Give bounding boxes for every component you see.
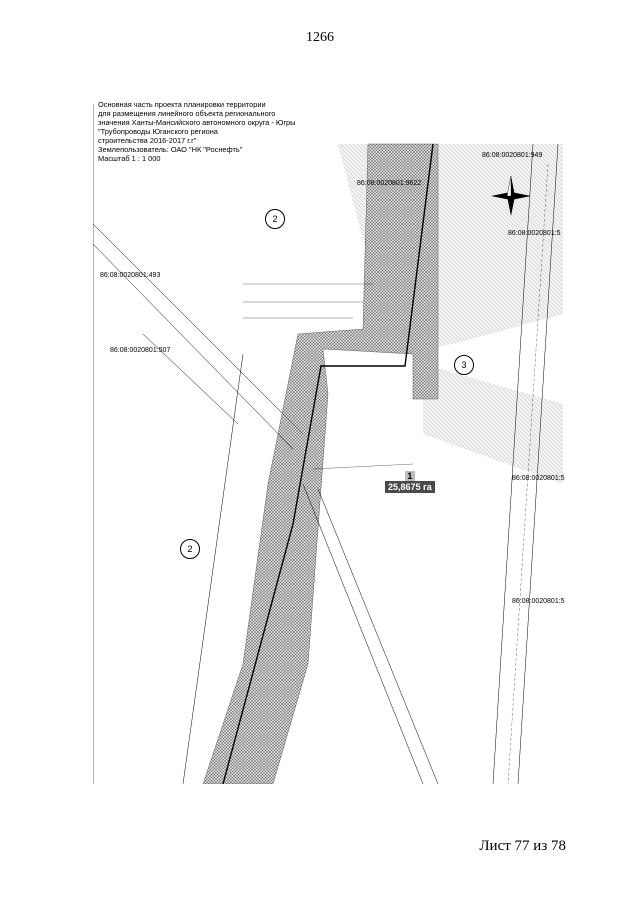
page-number: 1266 [306, 30, 334, 45]
road-line [92, 243, 294, 450]
area-number: 1 [404, 471, 415, 481]
road-line [317, 488, 439, 785]
marker-circle: 2 [265, 209, 285, 229]
pipeline-corridor [202, 143, 439, 785]
dim-line [312, 463, 414, 470]
north-arrow-icon [491, 175, 531, 216]
road-line [302, 483, 424, 785]
marker-circle: 2 [180, 539, 200, 559]
title-line: для размещения линейного объекта региона… [98, 109, 276, 118]
title-block: Основная часть проекта планировки террит… [98, 100, 358, 163]
boundary-line [492, 143, 534, 785]
boundary-line [507, 163, 549, 785]
title-line: Масштаб 1 : 1 000 [98, 154, 161, 163]
pipeline-axis [222, 143, 434, 785]
parcel-label: 86:08:0020801:9622 [357, 180, 422, 187]
parcel-label: 86:08:0020801:507 [110, 347, 171, 354]
title-line: Землепользователь: ОАО "НК "Роснефть" [98, 145, 243, 154]
road-line [142, 333, 239, 425]
sheet-footer: Лист 77 из 78 [479, 838, 566, 854]
parcel-label: 86:08:0020801:5 [512, 598, 565, 605]
title-line: Основная часть проекта планировки террит… [98, 100, 266, 109]
parcel-label: 86:08:0020801:5 [512, 475, 565, 482]
road-line [182, 353, 244, 785]
parcel-label: 86:08:0020801:5 [508, 230, 561, 237]
title-line: строительства 2016-2017 г.г" [98, 136, 197, 145]
boundary-line [517, 143, 559, 785]
light-zone-mid [423, 364, 563, 484]
title-line: "Трубопроводы Юганского региона [98, 127, 218, 136]
road-line [92, 223, 304, 435]
title-line: значения Ханты-Мансийского автономного о… [98, 118, 296, 127]
area-value: 25,8675 га [385, 481, 435, 493]
parcel-label: 86:08:0020801:949 [482, 152, 543, 159]
map-drawing [92, 104, 563, 785]
map-canvas [92, 104, 573, 785]
area-label: 1 25,8675 га [385, 471, 435, 493]
parcel-label: 86:08:0020801:493 [100, 272, 161, 279]
marker-circle: 3 [454, 355, 474, 375]
